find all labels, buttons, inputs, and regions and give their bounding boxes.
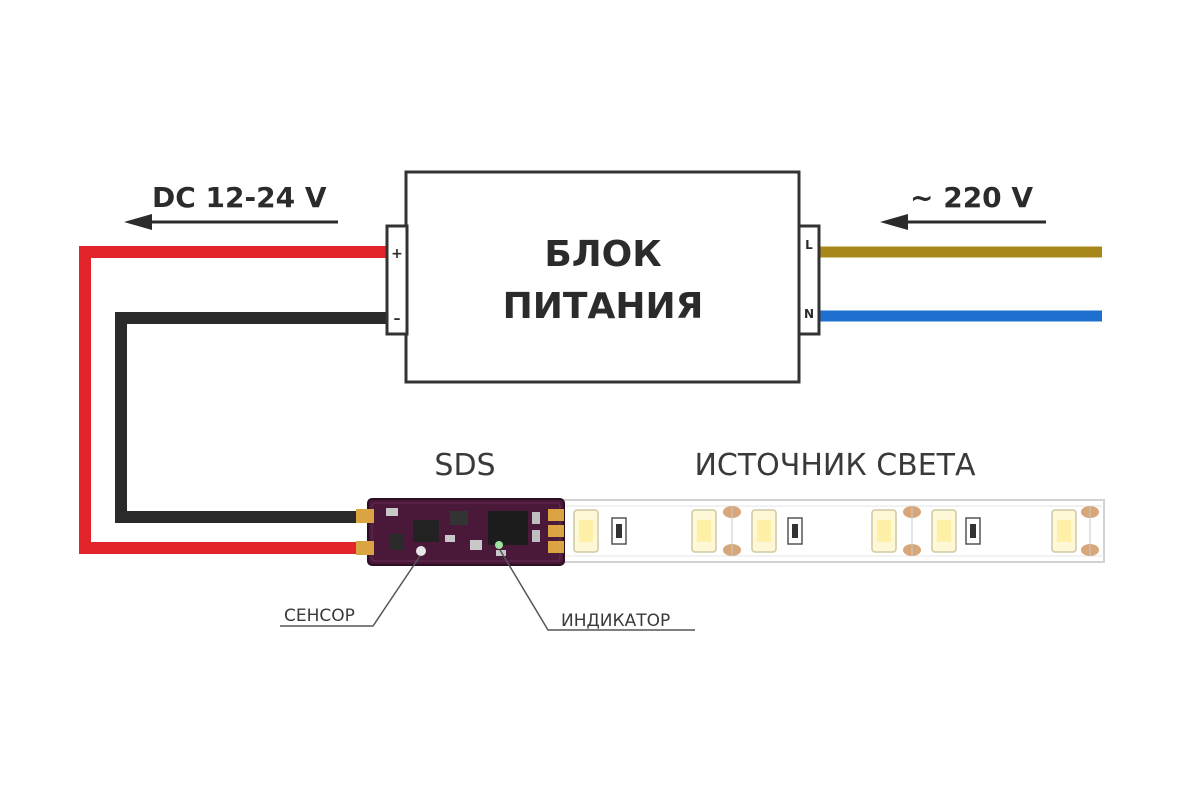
negative-wire: [115, 312, 390, 523]
terminal-block-left: [385, 224, 409, 336]
sensor-label: СЕНСОР: [284, 606, 355, 626]
psu-title-line2: ПИТАНИЯ: [503, 286, 704, 327]
resistor-body: [616, 524, 622, 538]
terminal-l-label: L: [805, 238, 813, 252]
terminal-n-label: N: [804, 307, 814, 321]
indicator-callout-line: [499, 549, 695, 631]
terminal-plus-label: +: [391, 246, 403, 262]
led-chip-core: [877, 520, 891, 542]
positive-wire: [79, 246, 390, 554]
resistor-body: [970, 524, 976, 538]
psu-title-line1: БЛОК: [544, 234, 661, 275]
resistor-body: [792, 524, 798, 538]
sensor-spot: [416, 546, 426, 556]
indicator-label: ИНДИКАТОР: [561, 611, 670, 631]
led-chip-core: [579, 520, 593, 542]
strip-label: ИСТОЧНИК СВЕТА: [694, 448, 976, 483]
led-chip-core: [757, 520, 771, 542]
arrow-left-icon: [880, 214, 1046, 230]
led-strip: [559, 499, 1105, 563]
power-supply-box: [404, 170, 801, 384]
dc-voltage-label: DC 12-24 V: [152, 181, 327, 214]
led-chip-core: [1057, 520, 1071, 542]
terminal-minus-label: –: [394, 311, 401, 327]
led-chip-core: [937, 520, 951, 542]
indicator-led: [495, 541, 503, 549]
terminal-block-right: [797, 224, 821, 336]
ac-voltage-label: ~ 220 V: [910, 181, 1033, 214]
arrow-left-icon: [124, 214, 338, 230]
controller-label: SDS: [434, 448, 495, 483]
led-chip-core: [697, 520, 711, 542]
sds-controller: [356, 498, 565, 566]
sensor-callout-line: [280, 555, 421, 627]
